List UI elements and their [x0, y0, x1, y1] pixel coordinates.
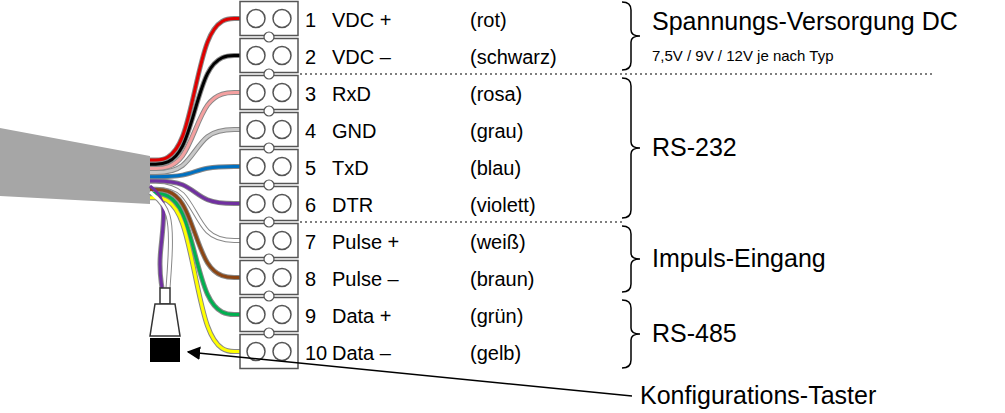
terminal-screw: [273, 47, 291, 65]
group-brace: [622, 78, 640, 218]
terminal-joint: [264, 254, 274, 264]
signal-name: RxD: [332, 83, 371, 105]
terminal-screw: [273, 195, 291, 213]
terminal-screw: [247, 195, 265, 213]
pin-number: 2: [305, 46, 316, 68]
terminal-joint: [264, 291, 274, 301]
signal-name: VDC –: [332, 46, 391, 68]
signal-name: Data –: [332, 342, 391, 364]
terminal: [240, 150, 298, 184]
pin-number: 1: [305, 9, 316, 31]
group-brace: [622, 300, 640, 368]
terminal-joint: [264, 180, 274, 190]
terminal-joint: [264, 217, 274, 227]
terminal-screw: [247, 47, 265, 65]
signal-name: VDC +: [332, 9, 391, 31]
wire-color: (schwarz): [470, 46, 557, 68]
terminal: [240, 335, 298, 369]
wire-color: (grün): [470, 305, 523, 327]
pin-number: 7: [305, 231, 316, 253]
signal-name: Pulse +: [332, 231, 399, 253]
signal-name: GND: [332, 120, 376, 142]
terminal: [240, 39, 298, 73]
terminal: [240, 76, 298, 110]
terminal: [240, 113, 298, 147]
pin-number: 10: [305, 342, 327, 364]
signal-name: DTR: [332, 194, 373, 216]
terminal-screw: [247, 232, 265, 250]
pin-number: 3: [305, 83, 316, 105]
terminal-screw: [273, 10, 291, 28]
terminal-screw: [273, 232, 291, 250]
wire: [150, 56, 240, 165]
terminal-screw: [273, 343, 291, 361]
terminal-screw: [273, 158, 291, 176]
terminal-joint: [264, 32, 274, 42]
terminal-screw: [247, 306, 265, 324]
wire-color: (violett): [470, 194, 536, 216]
separator-line: [300, 221, 622, 223]
wire-outline: [150, 19, 240, 161]
terminal: [240, 261, 298, 295]
terminal: [240, 224, 298, 258]
terminal-screw: [273, 84, 291, 102]
pin-number: 5: [305, 157, 316, 179]
terminal-joint: [264, 143, 274, 153]
terminal-screw: [273, 306, 291, 324]
wire: [150, 167, 240, 177]
terminal-joint: [264, 69, 274, 79]
signal-name: Data +: [332, 305, 391, 327]
terminal-screw: [247, 269, 265, 287]
terminal-screw: [273, 121, 291, 139]
wire-color: (rot): [470, 9, 507, 31]
group-label: Impuls-Eingang: [652, 245, 826, 273]
wire-color: (weiß): [470, 231, 526, 253]
terminal-screw: [247, 84, 265, 102]
cable-sheath: [0, 128, 150, 204]
separator-line: [300, 73, 935, 75]
wire-color: (braun): [470, 268, 534, 290]
terminal-joint: [264, 328, 274, 338]
callout-label: Konfigurations-Taster: [640, 382, 876, 410]
wire-color: (grau): [470, 120, 523, 142]
pin-number: 9: [305, 305, 316, 327]
group-label: Spannungs-Versorgung DC: [652, 8, 958, 36]
terminal: [240, 298, 298, 332]
wire: [150, 19, 240, 161]
pin-number: 6: [305, 194, 316, 216]
group-label: RS-485: [652, 320, 737, 348]
terminal: [240, 2, 298, 36]
terminal: [240, 187, 298, 221]
wire-color: (blau): [470, 157, 521, 179]
signal-name: TxD: [332, 157, 369, 179]
leader-arrow: [188, 352, 632, 396]
wire-color: (gelb): [470, 342, 521, 364]
terminal-screw: [247, 158, 265, 176]
wire: [150, 192, 171, 288]
pin-number: 8: [305, 268, 316, 290]
wire-color: (rosa): [470, 83, 522, 105]
terminal-screw: [247, 121, 265, 139]
terminal-joint: [264, 106, 274, 116]
terminal-screw: [247, 10, 265, 28]
group-brace: [622, 2, 640, 70]
config-button: [150, 288, 180, 362]
terminal-screw: [273, 269, 291, 287]
pin-number: 4: [305, 120, 316, 142]
signal-name: Pulse –: [332, 268, 399, 290]
group-brace: [622, 226, 640, 292]
group-label: RS-232: [652, 134, 737, 162]
voltage-note: 7,5V / 9V / 12V je nach Typ: [652, 48, 834, 65]
